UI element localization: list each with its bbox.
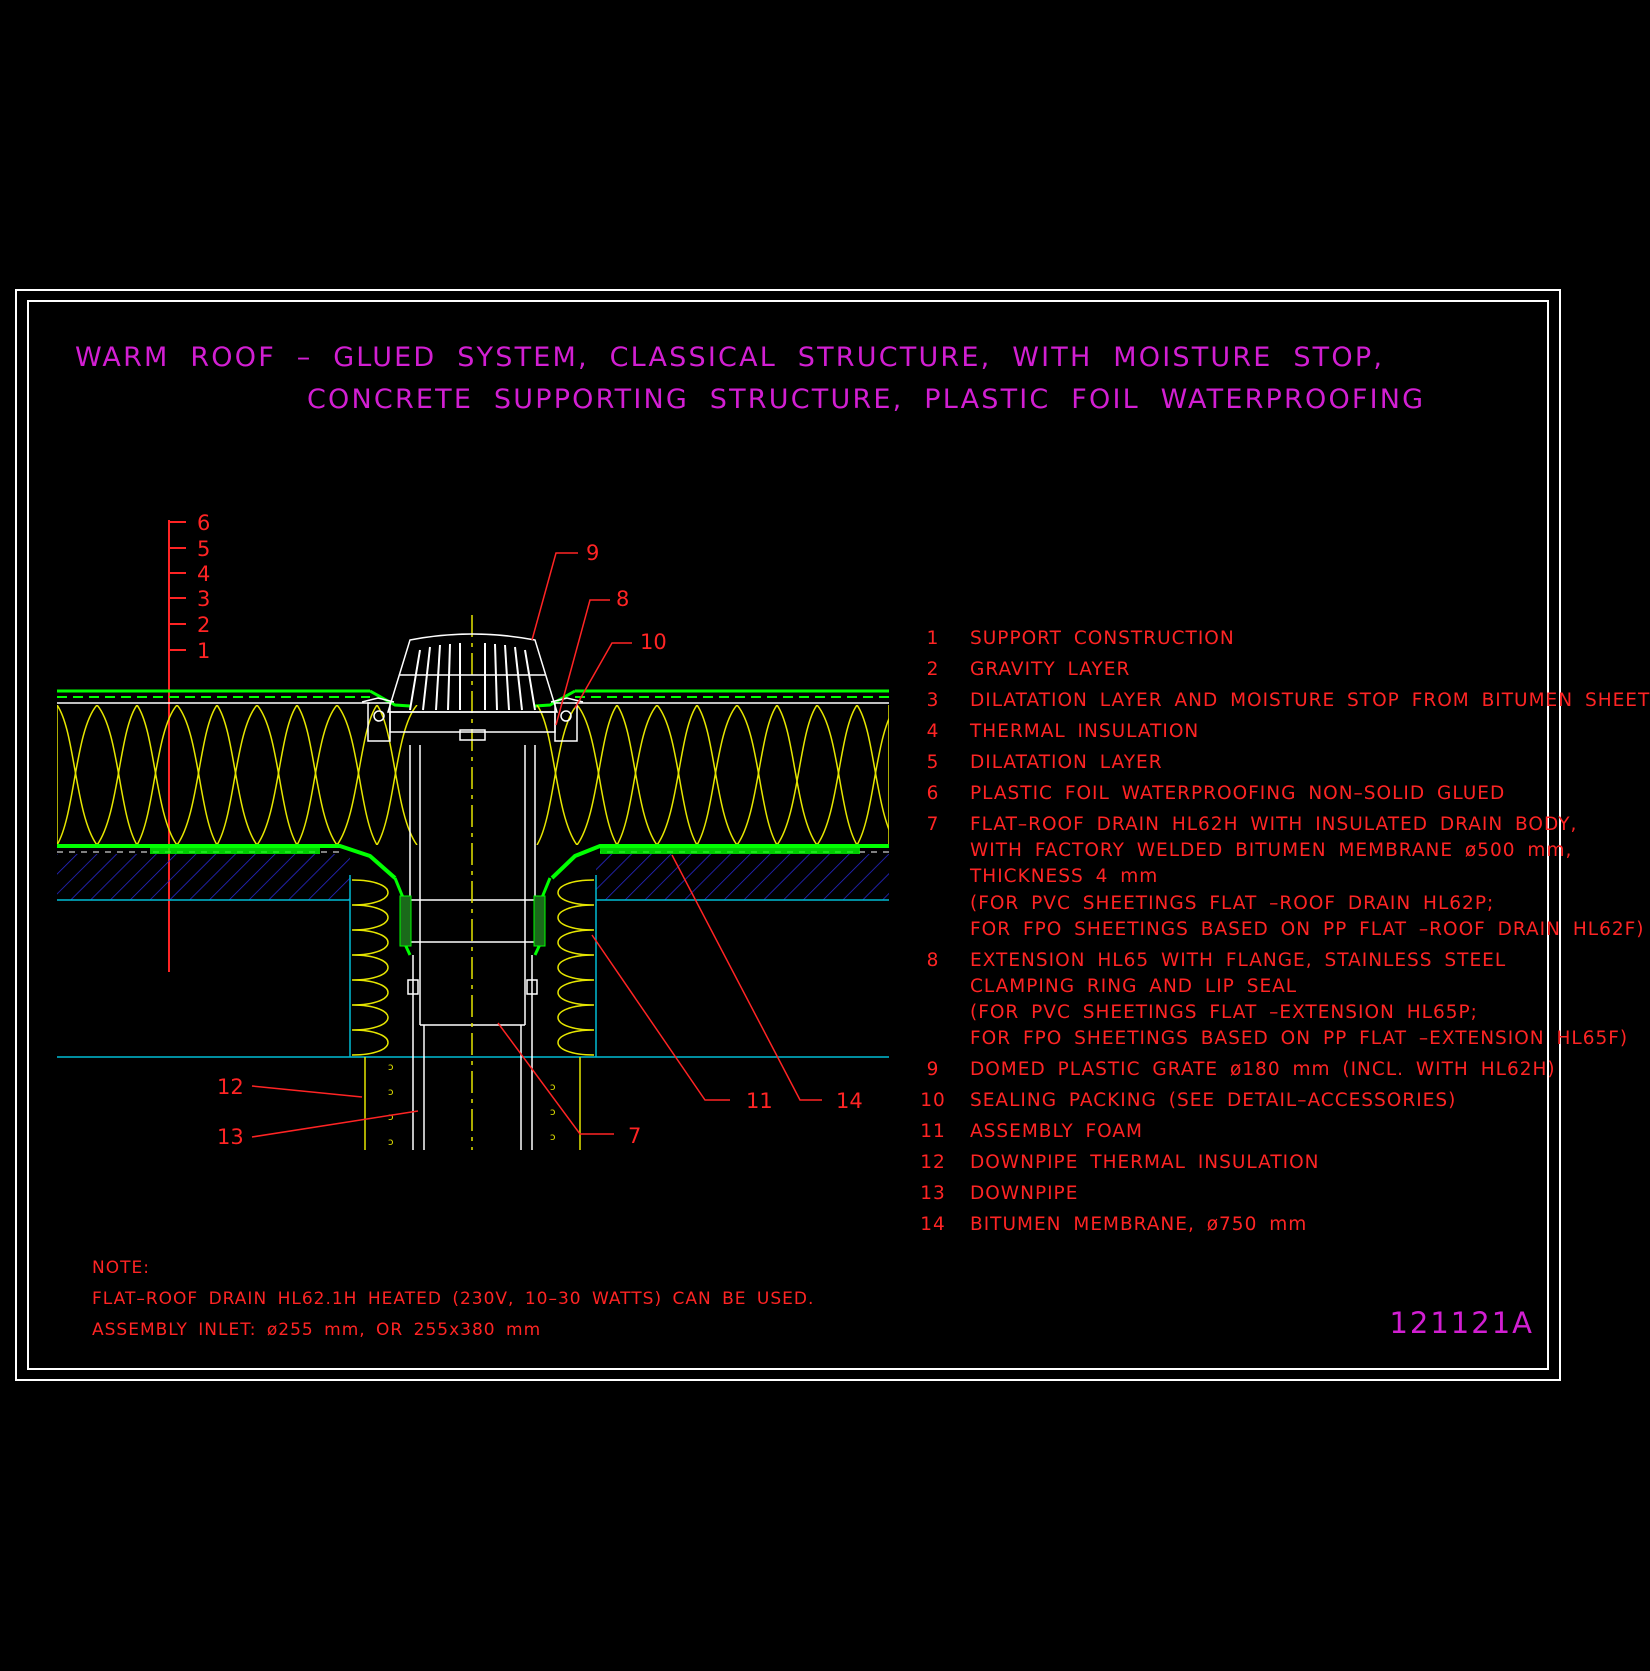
drawing-frame-outer [15, 289, 1561, 1381]
legend-item-text: CLAMPING RING AND LIP SEAL [970, 976, 1298, 997]
note-line-1: FLAT–ROOF DRAIN HL62.1H HEATED (230V, 10… [92, 1289, 815, 1309]
legend-item-number: 1 [926, 628, 940, 649]
legend-item-number: 8 [926, 949, 940, 971]
legend-item-number: 10 [920, 1090, 946, 1112]
legend-item-number: 9 [926, 1059, 940, 1081]
thermal-insulation [57, 705, 889, 845]
legend-item-number: 14 [920, 1214, 946, 1236]
layer-scale-label-2: 2 [197, 613, 210, 637]
svg-text:ɔ: ɔ [388, 1087, 394, 1098]
callout-7: 7 [628, 1124, 641, 1148]
clamping-ring [361, 697, 584, 742]
legend-item-number: 5 [926, 752, 940, 773]
note-heading: NOTE: [92, 1258, 150, 1278]
legend-item-number: 7 [926, 814, 940, 835]
legend-item-text: DOWNPIPE THERMAL INSULATION [970, 1152, 1320, 1174]
drawing-frame-inner [27, 300, 1549, 1370]
callout-13: 13 [217, 1125, 244, 1149]
callout-8: 8 [616, 587, 629, 611]
assembly-foam-left [351, 879, 389, 1056]
domed-plastic-grate [386, 633, 559, 741]
legend-item-text: GRAVITY LAYER [970, 659, 1131, 680]
callout-9: 9 [586, 541, 599, 565]
legend-item-number: 6 [926, 783, 940, 804]
legend-item-number: 13 [920, 1183, 946, 1205]
svg-text:ɔ: ɔ [388, 1062, 394, 1073]
drain-body [393, 745, 552, 1026]
legend-item-text: FOR FPO SHEETINGS BASED ON PP FLAT –EXTE… [970, 1028, 1629, 1050]
assembly-foam-right [557, 879, 595, 1056]
layer-scale: 6 5 4 3 2 1 [168, 511, 210, 972]
legend-item-text: ASSEMBLY FOAM [970, 1121, 1144, 1143]
concrete-slab [57, 854, 889, 1058]
legend-item-number: 3 [926, 690, 940, 711]
legend-item-text: FOR FPO SHEETINGS BASED ON PP FLAT –ROOF… [970, 918, 1645, 940]
legend-item-number: 12 [920, 1152, 946, 1174]
callout-11: 11 [746, 1089, 773, 1113]
layer-scale-label-4: 4 [197, 562, 210, 586]
legend-item-number: 11 [920, 1121, 946, 1143]
drawing-title-line-1: WARM ROOF – GLUED SYSTEM, CLASSICAL STRU… [75, 342, 1385, 373]
downpipe [407, 955, 538, 1150]
legend-item-number: 2 [926, 659, 940, 680]
legend-item-text: THERMAL INSULATION [970, 721, 1200, 742]
callout-10: 10 [640, 630, 667, 654]
layer-scale-label-1: 1 [197, 639, 210, 663]
svg-text:ɔ: ɔ [550, 1082, 556, 1093]
legend-item-text: (FOR PVC SHEETINGS FLAT –EXTENSION HL65P… [970, 1002, 1478, 1024]
layer-scale-label-3: 3 [197, 587, 210, 611]
legend-item-text: DILATATION LAYER AND MOISTURE STOP FROM … [970, 690, 1650, 711]
leader-lines [251, 552, 822, 1138]
svg-text:ɔ: ɔ [388, 1137, 394, 1148]
legend-item-text: DILATATION LAYER [970, 752, 1163, 773]
legend-item-text: DOWNPIPE [970, 1183, 1079, 1205]
callout-12: 12 [217, 1075, 244, 1099]
svg-text:ɔ: ɔ [550, 1132, 556, 1143]
layer-scale-label-6: 6 [197, 511, 210, 535]
section-drawing: 6 5 4 3 2 1 [57, 511, 889, 1150]
downpipe-thermal-insulation: ɔ ɔ ɔ ɔ ɔ ɔ ɔ [364, 1057, 581, 1150]
legend-item-text: WITH FACTORY WELDED BITUMEN MEMBRANE ø50… [970, 840, 1573, 862]
legend-item-text: BITUMEN MEMBRANE, ø750 mm [970, 1214, 1308, 1236]
legend-item-text: DOMED PLASTIC GRATE ø180 mm (INCL. WITH … [970, 1059, 1556, 1081]
layer-scale-label-5: 5 [197, 537, 210, 561]
drawing-title-line-2: CONCRETE SUPPORTING STRUCTURE, PLASTIC F… [307, 384, 1426, 415]
svg-text:ɔ: ɔ [550, 1107, 556, 1118]
legend-item-text: EXTENSION HL65 WITH FLANGE, STAINLESS ST… [970, 949, 1507, 971]
legend-item-text: (FOR PVC SHEETINGS FLAT –ROOF DRAIN HL62… [970, 892, 1495, 914]
legend-item-text: PLASTIC FOIL WATERPROOFING NON–SOLID GLU… [970, 783, 1506, 804]
legend-item-text: FLAT–ROOF DRAIN HL62H WITH INSULATED DRA… [970, 814, 1578, 835]
top-waterproofing-layers [57, 689, 889, 708]
svg-text:ɔ: ɔ [388, 1112, 394, 1123]
note-line-2: ASSEMBLY INLET: ø255 mm, OR 255x380 mm [92, 1320, 542, 1340]
legend-item-number: 4 [926, 721, 940, 742]
drawing-code: 121121A [1389, 1306, 1534, 1340]
legend-item-text: THICKNESS 4 mm [970, 866, 1159, 888]
legend-item-text: SUPPORT CONSTRUCTION [970, 628, 1235, 649]
callout-14: 14 [836, 1089, 863, 1113]
moisture-stop-membrane [57, 844, 889, 880]
legend-item-text: SEALING PACKING (SEE DETAIL–ACCESSORIES) [970, 1090, 1457, 1112]
